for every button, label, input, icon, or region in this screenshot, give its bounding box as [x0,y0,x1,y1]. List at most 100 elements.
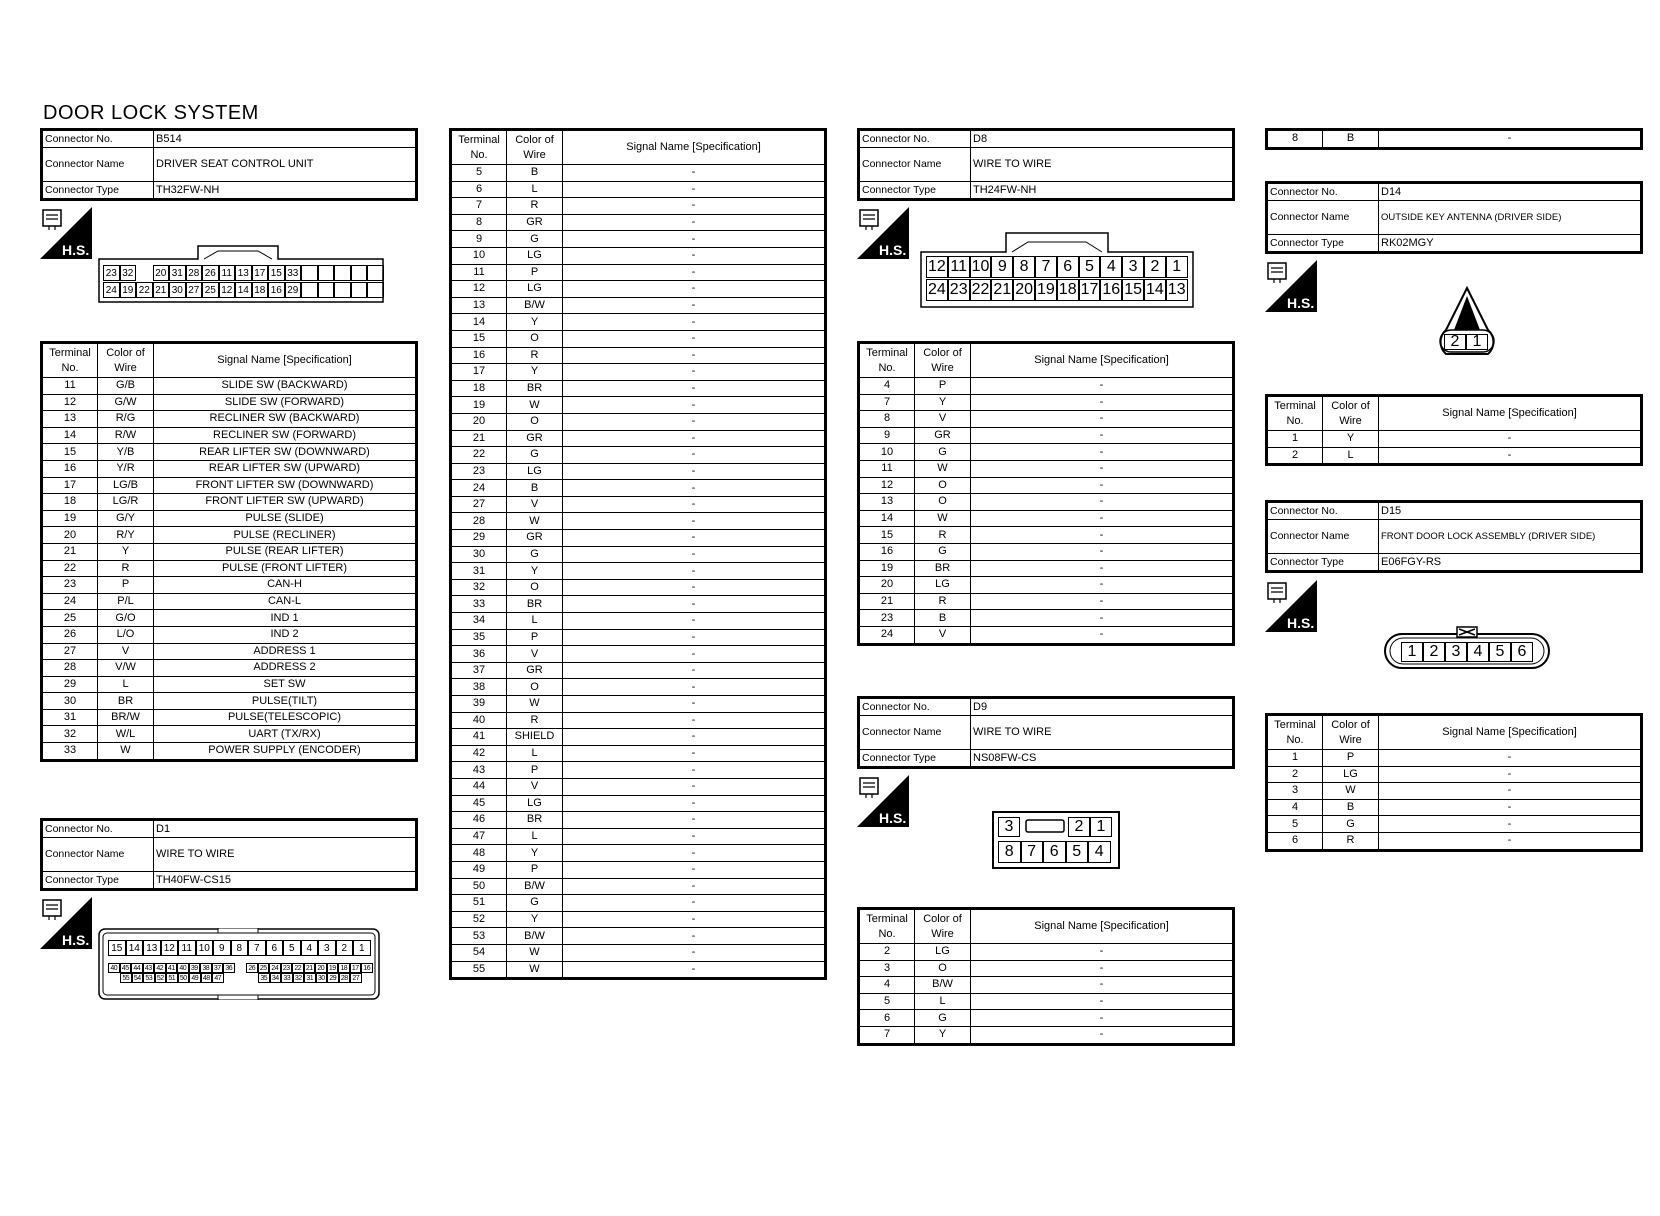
signal-name: - [562,296,826,315]
pin-cell: 5 [1065,841,1088,863]
signal-name: PULSE(TILT) [153,692,417,710]
terminal-no: 37 [450,661,507,680]
signal-name: - [562,678,826,696]
pin-cell: 20 [315,963,327,973]
signal-name: - [562,943,826,962]
terminal-no: 7 [858,393,915,412]
color-header: Color of Wire [914,342,971,378]
terminal-no: 30 [450,545,507,564]
signal-name: PULSE (SLIDE) [153,509,417,528]
connector-no-value: D8 [970,129,1234,148]
connector-type-label: Connector Type [1266,553,1379,572]
terminal-no: 33 [41,742,98,761]
signal-name: - [970,509,1234,528]
signal-name: - [970,1025,1234,1045]
pin-cell: 33 [281,973,293,983]
wire-color: G [914,542,971,561]
pin-cell: 3 [1445,642,1467,662]
signal-name: - [562,446,826,464]
pin-cell: 30 [315,973,327,983]
pin-cell: 24 [103,282,120,298]
terminal-no: 23 [41,576,98,594]
b514-pin-table: Terminal No. Color of Wire Signal Name [… [40,341,418,762]
pin-cell: 13 [235,265,252,281]
pin-cell: 18 [338,963,350,973]
pin-cell: 21 [303,963,315,973]
wire-color: W [914,459,971,478]
color-header: Color of Wire [1322,714,1379,750]
signal-name: - [1378,765,1642,784]
pin-cell: 13 [1165,279,1188,301]
signal-name: - [562,545,826,564]
wire-color: L [914,992,971,1011]
pin-cell: 1 [1466,333,1488,350]
wire-color: Y [506,910,563,929]
wire-color: BR/W [97,708,154,727]
terminal-no: 4 [858,377,915,395]
wire-color: Y [1322,430,1379,448]
wire-color: P [914,377,971,395]
pin-cell: 31 [304,973,316,983]
pin-cell: 25 [202,282,219,298]
terminal-no: 5 [1266,815,1323,833]
pin-cell: 11 [947,256,970,278]
terminal-no: 10 [858,443,915,461]
wire-color: LG/R [97,493,154,511]
pin-cell: 39 [188,963,200,973]
signal-name: POWER SUPPLY (ENCODER) [153,742,417,761]
connector-no-value: D9 [970,697,1234,716]
pin-cell: 2 [1068,817,1090,837]
connector-no-value: D1 [153,819,417,838]
signal-name: - [1378,798,1642,817]
d15-pin-table: Terminal No. Color of Wire Signal Name [… [1265,713,1643,852]
pin-cell: 2 [1444,333,1466,350]
harness-side-icon: H.S. [1265,260,1317,312]
pin-cell: 26 [202,265,219,281]
terminal-no: 18 [450,379,507,398]
pin-cell: 20 [1013,279,1035,301]
terminal-no: 13 [858,493,915,511]
wire-color: O [914,476,971,495]
empty-pin-cell [334,265,351,281]
signal-name: PULSE (FRONT LIFTER) [153,559,417,578]
signal-name: - [562,811,826,829]
signal-name: - [562,877,826,896]
signal-name: - [1378,749,1642,767]
wire-color: Y [97,542,154,561]
terminal-no: 2 [1266,765,1323,784]
terminal-no: 26 [41,625,98,644]
terminal-no: 22 [450,446,507,464]
terminal-no: 24 [450,479,507,497]
signal-name: - [970,459,1234,478]
signal-name: - [562,661,826,680]
terminal-no: 44 [450,777,507,796]
signal-name: - [562,628,826,647]
pin-cell: 20 [152,265,169,281]
wire-color: G/O [97,609,154,627]
pin-cell: 53 [143,973,155,983]
pin-cell: 4 [1100,256,1123,278]
terminal-no: 6 [450,180,507,199]
terminal-no-header: Terminal No. [858,342,915,378]
wire-color: L [97,675,154,694]
pin-cell: 21 [152,282,169,298]
wire-color: W [1322,782,1379,800]
svg-text:H.S.: H.S. [1287,295,1314,311]
signal-name: - [562,711,826,730]
terminal-no: 19 [41,509,98,528]
wire-color: O [914,959,971,978]
wire-color: P [506,263,563,282]
